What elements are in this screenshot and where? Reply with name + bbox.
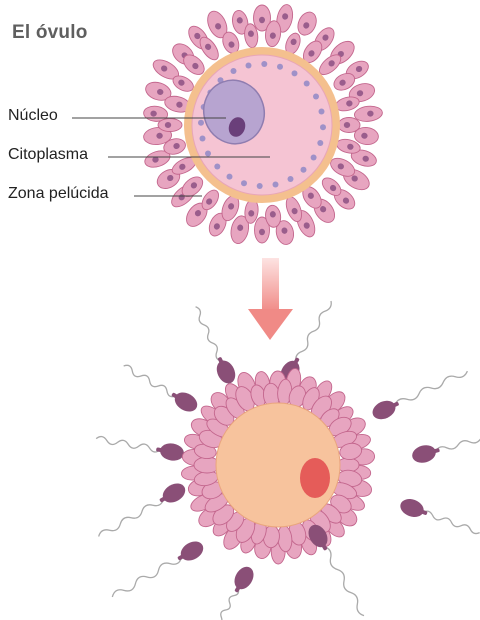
granule [214,164,220,170]
sperm-icon [94,480,188,544]
pronucleus [300,458,330,498]
granule [304,81,310,87]
granule [241,180,247,186]
page-title: El óvulo [12,22,88,44]
sperm-icon [206,563,258,620]
sperm-icon [95,430,186,462]
granule [320,124,326,130]
granule [205,151,211,157]
granule [292,70,298,76]
granule [231,68,237,74]
nucleus-label: Núcleo [8,107,58,125]
granule [200,136,206,142]
fertilization-scene [94,297,480,620]
granule [288,176,294,182]
sperm-icon [398,496,480,541]
zona-pellucida-label: Zona pelúcida [8,185,109,203]
egg-cell [143,3,383,246]
corona-cell [158,119,182,132]
granule [261,61,267,67]
granule [273,182,279,188]
cytoplasm-label: Citoplasma [8,146,88,164]
sperm-icon [119,359,200,416]
granule [319,109,325,115]
corona-cell [294,9,319,38]
sperm-icon [108,538,207,605]
granule [227,174,233,180]
sperm-icon [410,425,480,466]
down-arrow-icon [248,258,293,340]
granule [277,64,283,70]
granule [311,155,317,161]
granule [246,63,252,69]
granule [257,183,263,189]
corona-cell [354,105,383,123]
granule [313,94,319,100]
granule [317,140,323,146]
granule [198,120,204,126]
sperm-icon [188,303,239,386]
granule [301,167,307,173]
sperm-icon [370,363,471,422]
corona-cell [338,118,360,133]
